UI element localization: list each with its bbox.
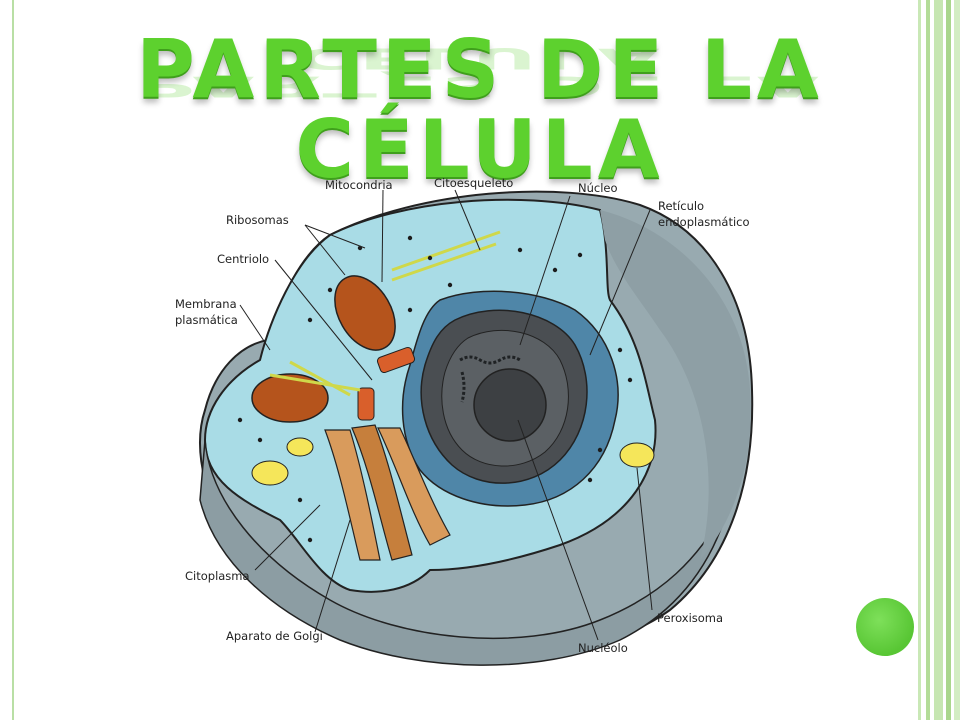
left-rule (12, 0, 14, 720)
centriole (376, 346, 416, 374)
label-nucleo: Núcleo (578, 181, 618, 195)
right-border (918, 0, 960, 720)
chromatin (460, 371, 466, 403)
label-nucleolo: Nucléolo (578, 641, 628, 655)
label-peroxisoma: Peroxisoma (657, 611, 723, 625)
label-citoplasma: Citoplasma (185, 569, 250, 583)
label-reticulo-2: endoplasmático (658, 215, 750, 229)
label-mitocondria: Mitocondria (325, 178, 393, 192)
cell-side-shade (600, 210, 751, 560)
ribosomes (237, 235, 633, 543)
vesicle (286, 437, 314, 457)
label-citoesqueleto: Citoesqueleto (434, 176, 513, 190)
label-ribosomas: Ribosomas (226, 213, 289, 227)
golgi-apparatus (351, 424, 413, 561)
label-reticulo-1: Retículo (658, 199, 704, 213)
label-golgi: Aparato de Golgi (226, 629, 323, 643)
label-membrana-2: plasmática (175, 313, 238, 327)
cytoskeleton (269, 373, 361, 392)
nucleolus (473, 368, 547, 442)
chromatin (459, 355, 521, 365)
cytoskeleton (289, 360, 351, 397)
green-circle-ornament (856, 598, 914, 656)
leader-lines (239, 189, 653, 641)
cytoskeleton (391, 230, 501, 272)
mitochondrion (334, 275, 396, 351)
vesicle (251, 460, 289, 486)
centriole (357, 387, 375, 421)
golgi-apparatus (324, 429, 381, 561)
label-centriolo: Centriolo (217, 252, 269, 266)
peroxisome (619, 442, 655, 468)
cytoskeleton (391, 242, 497, 282)
golgi-apparatus (377, 427, 451, 546)
slide-title: PARTES DE LA CÉLULA (136, 23, 824, 196)
label-membrana-1: Membrana (175, 297, 237, 311)
mitochondrion (251, 373, 329, 423)
